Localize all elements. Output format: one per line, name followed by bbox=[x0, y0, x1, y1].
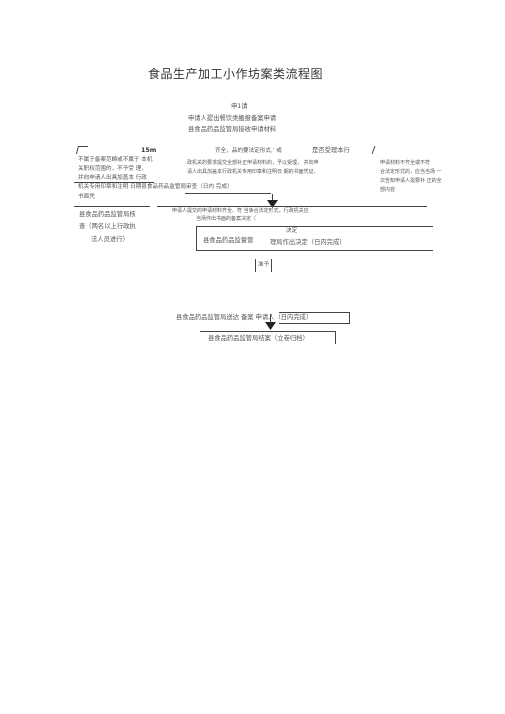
left-top-underline bbox=[74, 182, 154, 183]
left-box-divider-line bbox=[74, 206, 150, 207]
apply-line-2: 县食品药品监管局接收申请材料 bbox=[188, 126, 277, 133]
right-top-line-4: 部内容 bbox=[380, 187, 396, 193]
middle-box-mid-line bbox=[196, 226, 433, 227]
left-top-line-2: 关职权范围的，不予受 理， bbox=[78, 166, 147, 172]
deliver-arrow-head-icon bbox=[265, 322, 276, 330]
grant-label: 准予 bbox=[258, 262, 270, 268]
left-bottom-line-1: 县食品药品监管局核 bbox=[79, 211, 136, 218]
right-top-slash bbox=[371, 146, 376, 154]
middle-box-bottom-line bbox=[196, 250, 433, 251]
left-bottom-line-3: 法人员进行） bbox=[91, 236, 129, 243]
left-top-line-1: 不属于备案范畴或不属于 本机 bbox=[78, 157, 153, 163]
middle-top-head: 齐全，品的要法定形式,‘ 或 bbox=[215, 148, 282, 154]
middle-bottom-line-1: 申请人提交的申请材料齐全、符 当争合法定形式，行政机关应 bbox=[172, 208, 309, 214]
deliver-box-bottom bbox=[279, 323, 350, 324]
archive-box-right bbox=[335, 331, 336, 344]
left-top-line-3: 并向申请人出具加盖本 行政 bbox=[78, 175, 147, 181]
decide-label: 决定 bbox=[286, 228, 298, 234]
grant-box-right bbox=[271, 259, 272, 272]
decide-line: 理局作出决定（日内完成） bbox=[270, 239, 346, 246]
right-top-line-1: 申请材料不齐全或不符 bbox=[380, 160, 431, 166]
left-top-bracket-h bbox=[78, 146, 88, 147]
middle-bottom-line-2: 当场作出书面的备案决定（ bbox=[196, 216, 257, 222]
right-top-line-2: 合法定形式的，应当当场 一 bbox=[380, 169, 442, 175]
deliver-line: 县食品药品监管局送达 备案 申请人（日内完成） bbox=[176, 314, 313, 321]
deliver-arrow-shaft bbox=[270, 314, 271, 323]
review-arrow-shaft bbox=[272, 194, 273, 202]
middle-top-line-2: 请人出具加盖本行政机关专用印章和注明日 期的书面凭证、 bbox=[187, 169, 319, 175]
left-top-line-5: 书面凭 bbox=[78, 194, 95, 200]
middle-box-top-line bbox=[157, 206, 427, 207]
middle-top-line-1: 政机关的要求提交全部补正申请材料的，予以受理， 并向申 bbox=[187, 160, 319, 166]
left-bottom-line-2: 查（两名以上行政执 bbox=[79, 223, 136, 230]
review-underline bbox=[185, 193, 271, 194]
right-top-line-3: 次告知申请人需要补 正的全 bbox=[380, 178, 442, 184]
apply-line-1: 申请人提出餐饮类搬报备案申请 bbox=[188, 115, 277, 122]
archive-line: 县食品药品监管局结案（立卷归档） bbox=[208, 335, 309, 342]
archive-box-top bbox=[200, 331, 335, 332]
review-line: 机关专用印章和注明 日期县食品药品监管局审查（日内 完成） bbox=[78, 184, 233, 190]
deliver-box-right bbox=[349, 312, 350, 323]
left-top-bracket-v bbox=[75, 146, 80, 154]
grant-box-left bbox=[255, 259, 256, 272]
deliver-box-top bbox=[279, 312, 349, 313]
middle-box-left-edge bbox=[196, 226, 197, 250]
page-title: 食品生产加工小作坊案类流程图 bbox=[148, 67, 324, 81]
apply-step-label: 申1请 bbox=[231, 103, 248, 110]
left-top-mark: 15m bbox=[141, 147, 157, 154]
review-arrow-head-icon bbox=[267, 200, 278, 208]
accept-question: 是否受理本行 bbox=[312, 147, 350, 154]
decide-agency: 县食品药品监督管 bbox=[203, 237, 254, 244]
